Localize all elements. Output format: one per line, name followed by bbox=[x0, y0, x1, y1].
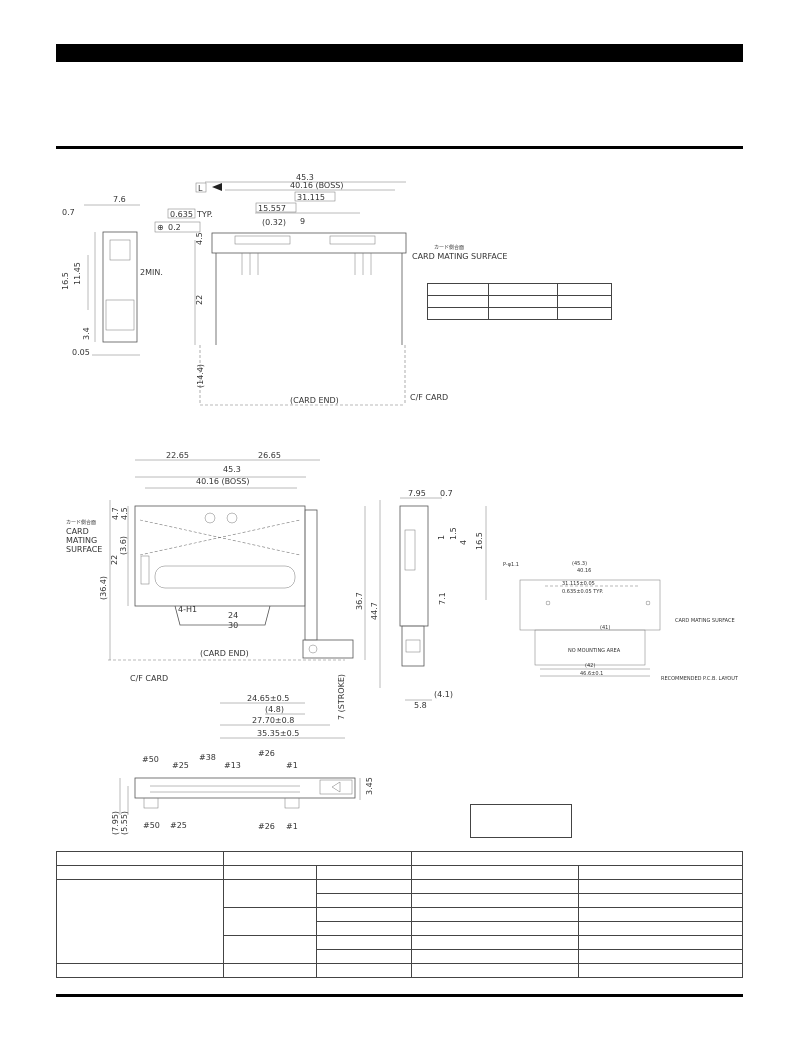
plan-dim-30: 30 bbox=[228, 621, 238, 630]
plan-jp-face: カード側合面 bbox=[66, 519, 96, 526]
right-dim-0-7: 0.7 bbox=[440, 489, 453, 498]
top-card-end: (CARD END) bbox=[290, 396, 339, 405]
plan-dim-26-65: 26.65 bbox=[258, 451, 281, 460]
pcb-card-mating: CARD MATING SURFACE bbox=[675, 618, 735, 624]
plan-dim-36-7: 36.7 bbox=[355, 592, 364, 610]
pcb-dim-45-3: (45.3) bbox=[572, 561, 587, 567]
right-dim-16-5: 16.5 bbox=[475, 532, 484, 550]
pcb-no-mount: NO MOUNTING AREA bbox=[568, 648, 621, 654]
pcb-dim-0-635: 0.635±0.05 TYP. bbox=[562, 589, 604, 595]
right-side-view: 7.95 0.7 1 1.5 4 16.5 7.1 (4.1) 5.8 bbox=[399, 489, 487, 710]
top-dim-4-5: 4.5 bbox=[195, 232, 204, 245]
side-view: 7.6 0.7 16.5 11.45 2MIN. 3.4 0.05 bbox=[61, 195, 163, 357]
right-dim-7-1: 7.1 bbox=[438, 592, 447, 605]
top-dim-boss: 40.16 (BOSS) bbox=[290, 181, 344, 190]
plan-view: 22.65 26.65 45.3 40.16 (BOSS) 4.7 4.5 (3… bbox=[66, 451, 381, 739]
top-dim-0-2: 0.2 bbox=[168, 223, 181, 232]
plan-mating-3: SURFACE bbox=[66, 545, 102, 554]
plan-dim-36-4: (36.4) bbox=[99, 576, 108, 600]
dimension-table-small bbox=[427, 283, 612, 320]
pin-13: #13 bbox=[224, 761, 241, 770]
pcb-dim-41: (41) bbox=[600, 625, 610, 631]
plan-dim-45-3: 45.3 bbox=[223, 465, 241, 474]
top-view: 45.3 40.16 (BOSS) L 31.115 15.557 0.635 … bbox=[154, 173, 507, 406]
note-box bbox=[470, 804, 572, 838]
top-dim-9: 9 bbox=[300, 217, 305, 226]
top-dim-0-32: (0.32) bbox=[262, 218, 286, 227]
pcb-layout: (45.3) 40.16 P-φ1.1 31.115±0.05 0.635±0.… bbox=[503, 561, 739, 682]
pin-26-bottom: #26 bbox=[258, 822, 275, 831]
top-dim-typ: TYP. bbox=[196, 210, 213, 219]
right-dim-1-5: 1.5 bbox=[449, 527, 458, 540]
top-dim-14-4: (14.4) bbox=[196, 364, 205, 388]
top-dim-0-635: 0.635 bbox=[170, 210, 193, 219]
bottom-dim-5-55: (5.55) bbox=[120, 811, 129, 835]
pcb-dim-46-6: 46.6±0.1 bbox=[580, 671, 603, 677]
plan-dim-44-7: 44.7 bbox=[370, 602, 379, 620]
side-dim-2min: 2MIN. bbox=[140, 268, 163, 277]
plan-dim-stroke: 7 (STROKE) bbox=[337, 674, 346, 720]
side-dim-0-05: 0.05 bbox=[72, 348, 90, 357]
top-jp-face: カード側合面 bbox=[434, 244, 464, 251]
pcb-caption: RECOMMENDED P.C.B. LAYOUT bbox=[661, 676, 739, 682]
pin-1-top: #1 bbox=[286, 761, 298, 770]
pcb-dim-42: (42) bbox=[585, 663, 595, 669]
plan-cf-card: C/F CARD bbox=[130, 674, 168, 683]
top-cf-card: C/F CARD bbox=[410, 393, 448, 402]
top-dim-31-115: 31.115 bbox=[297, 193, 325, 202]
header-bar bbox=[56, 44, 743, 62]
top-dim-45-3: 45.3 bbox=[296, 173, 314, 182]
pin-1-bottom: #1 bbox=[286, 822, 298, 831]
bottom-dim-3-45: 3.45 bbox=[365, 777, 374, 795]
bottom-dim-7-95: (7.95) bbox=[111, 811, 120, 835]
pin-50-top: #50 bbox=[142, 755, 159, 764]
plan-card-end: (CARD END) bbox=[200, 649, 249, 658]
plan-dim-3-6: (3.6) bbox=[119, 536, 128, 555]
pcb-dim-hole: P-φ1.1 bbox=[503, 562, 519, 568]
plan-mating-1: CARD bbox=[66, 527, 89, 536]
top-dim-15-557: 15.557 bbox=[258, 204, 286, 213]
pcb-dim-40-16: 40.16 bbox=[577, 568, 591, 574]
plan-dim-22: 22 bbox=[110, 555, 119, 565]
side-dim-11-45: 11.45 bbox=[73, 262, 82, 285]
pin-38: #38 bbox=[199, 753, 216, 762]
side-dim-0-7: 0.7 bbox=[62, 208, 75, 217]
plan-dim-4-5: 4.5 bbox=[120, 507, 129, 520]
plan-dim-4-h1: 4-H1 bbox=[178, 605, 197, 614]
right-dim-7-95: 7.95 bbox=[408, 489, 426, 498]
plan-dim-27-70: 27.70±0.8 bbox=[252, 716, 294, 725]
plan-dim-35-35: 35.35±0.5 bbox=[257, 729, 299, 738]
part-number-table bbox=[56, 851, 743, 978]
pin-25-top: #25 bbox=[172, 761, 189, 770]
right-dim-1: 1 bbox=[437, 535, 446, 540]
side-dim-16-5: 16.5 bbox=[61, 272, 70, 290]
side-dim-7-6: 7.6 bbox=[113, 195, 126, 204]
top-card-mating: CARD MATING SURFACE bbox=[412, 252, 507, 261]
plan-dim-boss: 40.16 (BOSS) bbox=[196, 477, 250, 486]
pin-50-bottom: #50 bbox=[143, 821, 160, 830]
pin-25-bottom: #25 bbox=[170, 821, 187, 830]
top-dim-22: 22 bbox=[195, 295, 204, 305]
top-position-icon: ⊕ bbox=[157, 223, 164, 232]
plan-dim-24-65: 24.65±0.5 bbox=[247, 694, 289, 703]
top-datum-l: L bbox=[198, 184, 203, 193]
right-dim-4: 4 bbox=[459, 540, 468, 545]
plan-dim-4-7: 4.7 bbox=[111, 507, 120, 520]
right-dim-5-8: 5.8 bbox=[414, 701, 427, 710]
footer-rule bbox=[56, 994, 743, 997]
bottom-view: #50 #25 #38 #13 #26 #1 #50 #25 #26 #1 3.… bbox=[111, 749, 374, 835]
plan-mating-2: MATING bbox=[66, 536, 97, 545]
pin-26-top: #26 bbox=[258, 749, 275, 758]
plan-dim-22-65: 22.65 bbox=[166, 451, 189, 460]
pcb-dim-31-115: 31.115±0.05 bbox=[562, 581, 595, 587]
side-dim-3-4: 3.4 bbox=[82, 327, 91, 340]
header-rule bbox=[56, 146, 743, 149]
plan-dim-4-8: (4.8) bbox=[265, 705, 284, 714]
right-dim-4-1: (4.1) bbox=[434, 690, 453, 699]
plan-dim-24: 24 bbox=[228, 611, 238, 620]
